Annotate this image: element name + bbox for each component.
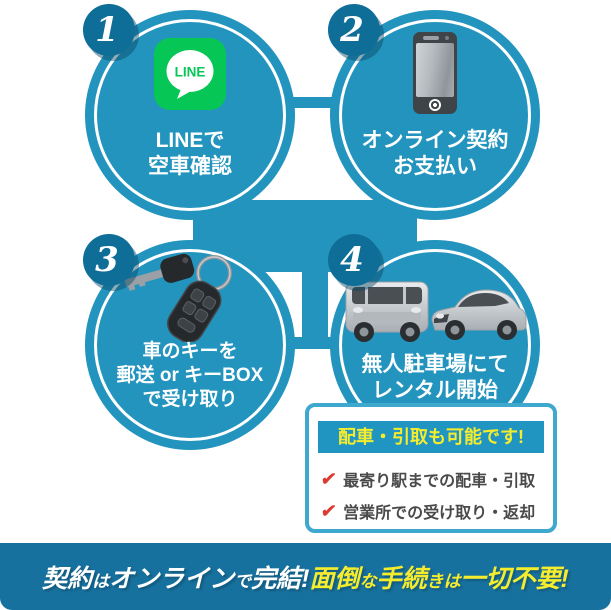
step3-number-badge: 3: [83, 234, 135, 286]
step2-caption-line2: お支払い: [393, 155, 477, 178]
step3-caption-line1: 車のキーを: [142, 341, 238, 362]
bottom-banner: 契約はオンラインで完結!面倒な手続きは一切不要!: [0, 543, 611, 610]
phone-screen: [416, 43, 454, 97]
step4-icon-wrap: [330, 272, 540, 346]
info-item-2-label: 営業所での受け取り・返却: [343, 505, 536, 522]
step1-caption-line2: 空車確認: [148, 155, 232, 178]
step3-icon-wrap: [85, 250, 295, 342]
info-item-1-label: 最寄り駅までの配車・引取: [343, 473, 536, 490]
banner-seg: 手続: [376, 564, 427, 593]
step1-number: 1: [95, 10, 119, 50]
banner-seg: は: [92, 571, 110, 591]
step2-number-badge: 2: [328, 4, 380, 56]
step3-caption-line2: 郵送 or キーBOX: [116, 365, 264, 386]
banner-seg: で: [234, 571, 252, 591]
line-app-icon: LINE: [154, 38, 226, 110]
info-item-1: ✔ 最寄り駅までの配車・引取: [319, 467, 547, 491]
step4-caption-line2: レンタル開始: [372, 379, 498, 402]
step4-caption: 無人駐車場にて レンタル開始: [330, 352, 540, 404]
step1-caption-line1: LINEで: [155, 129, 225, 152]
phone-home-button: [429, 99, 441, 111]
connector-step1-step2: [275, 97, 360, 108]
banner-seg: 契約: [42, 564, 93, 593]
delivery-info-box: 配車・引取も可能です! ✔ 最寄り駅までの配車・引取 ✔ 営業所での受け取り・返…: [305, 403, 557, 533]
step2-circle: 2 オンライン契約 お支払い: [328, 4, 540, 220]
step2-caption: オンライン契約 お支払い: [330, 128, 540, 180]
banner-seg: 完結!: [251, 564, 310, 593]
checkmark-icon: ✔: [319, 468, 338, 489]
checkmark-icon: ✔: [319, 500, 338, 521]
step4-number-badge: 4: [328, 234, 380, 286]
step2-caption-line1: オンライン契約: [361, 129, 509, 152]
smartphone-icon: [413, 32, 457, 114]
step4-number: 4: [340, 240, 364, 280]
connector-center-vertical: [302, 262, 328, 348]
step1-caption: LINEで 空車確認: [85, 128, 295, 180]
step4-caption-line1: 無人駐車場にて: [361, 353, 509, 376]
banner-seg: オンライン: [109, 564, 235, 593]
step3-caption-line3: で受け取り: [142, 389, 238, 410]
banner-seg: きは: [426, 571, 461, 591]
step3-number: 3: [95, 240, 119, 280]
car-key-image: [124, 253, 232, 342]
car-left: [345, 281, 429, 342]
info-box-header: 配車・引取も可能です!: [318, 421, 544, 453]
step3-circle: 3: [83, 234, 295, 450]
step1-circle: 1 LINE LINEで 空車確認: [83, 4, 295, 220]
step3-caption: 車のキーを 郵送 or キーBOX で受け取り: [85, 340, 295, 412]
banner-seg: な: [359, 571, 377, 591]
step2-icon-wrap: [330, 32, 540, 114]
banner-seg: 一切不要!: [460, 564, 569, 593]
step1-number-badge: 1: [83, 4, 135, 56]
banner-seg: 面倒: [309, 564, 360, 593]
car-right: [431, 289, 527, 340]
phone-speaker: [423, 36, 439, 40]
phone-camera-dot: [445, 36, 449, 40]
step2-number: 2: [340, 10, 364, 50]
line-icon-label: LINE: [175, 65, 206, 80]
info-item-2: ✔ 営業所での受け取り・返却: [319, 499, 547, 523]
cars-image: [345, 281, 527, 342]
step1-icon-wrap: LINE: [85, 38, 295, 110]
banner-text: 契約はオンラインで完結!面倒な手続きは一切不要!: [42, 559, 569, 595]
